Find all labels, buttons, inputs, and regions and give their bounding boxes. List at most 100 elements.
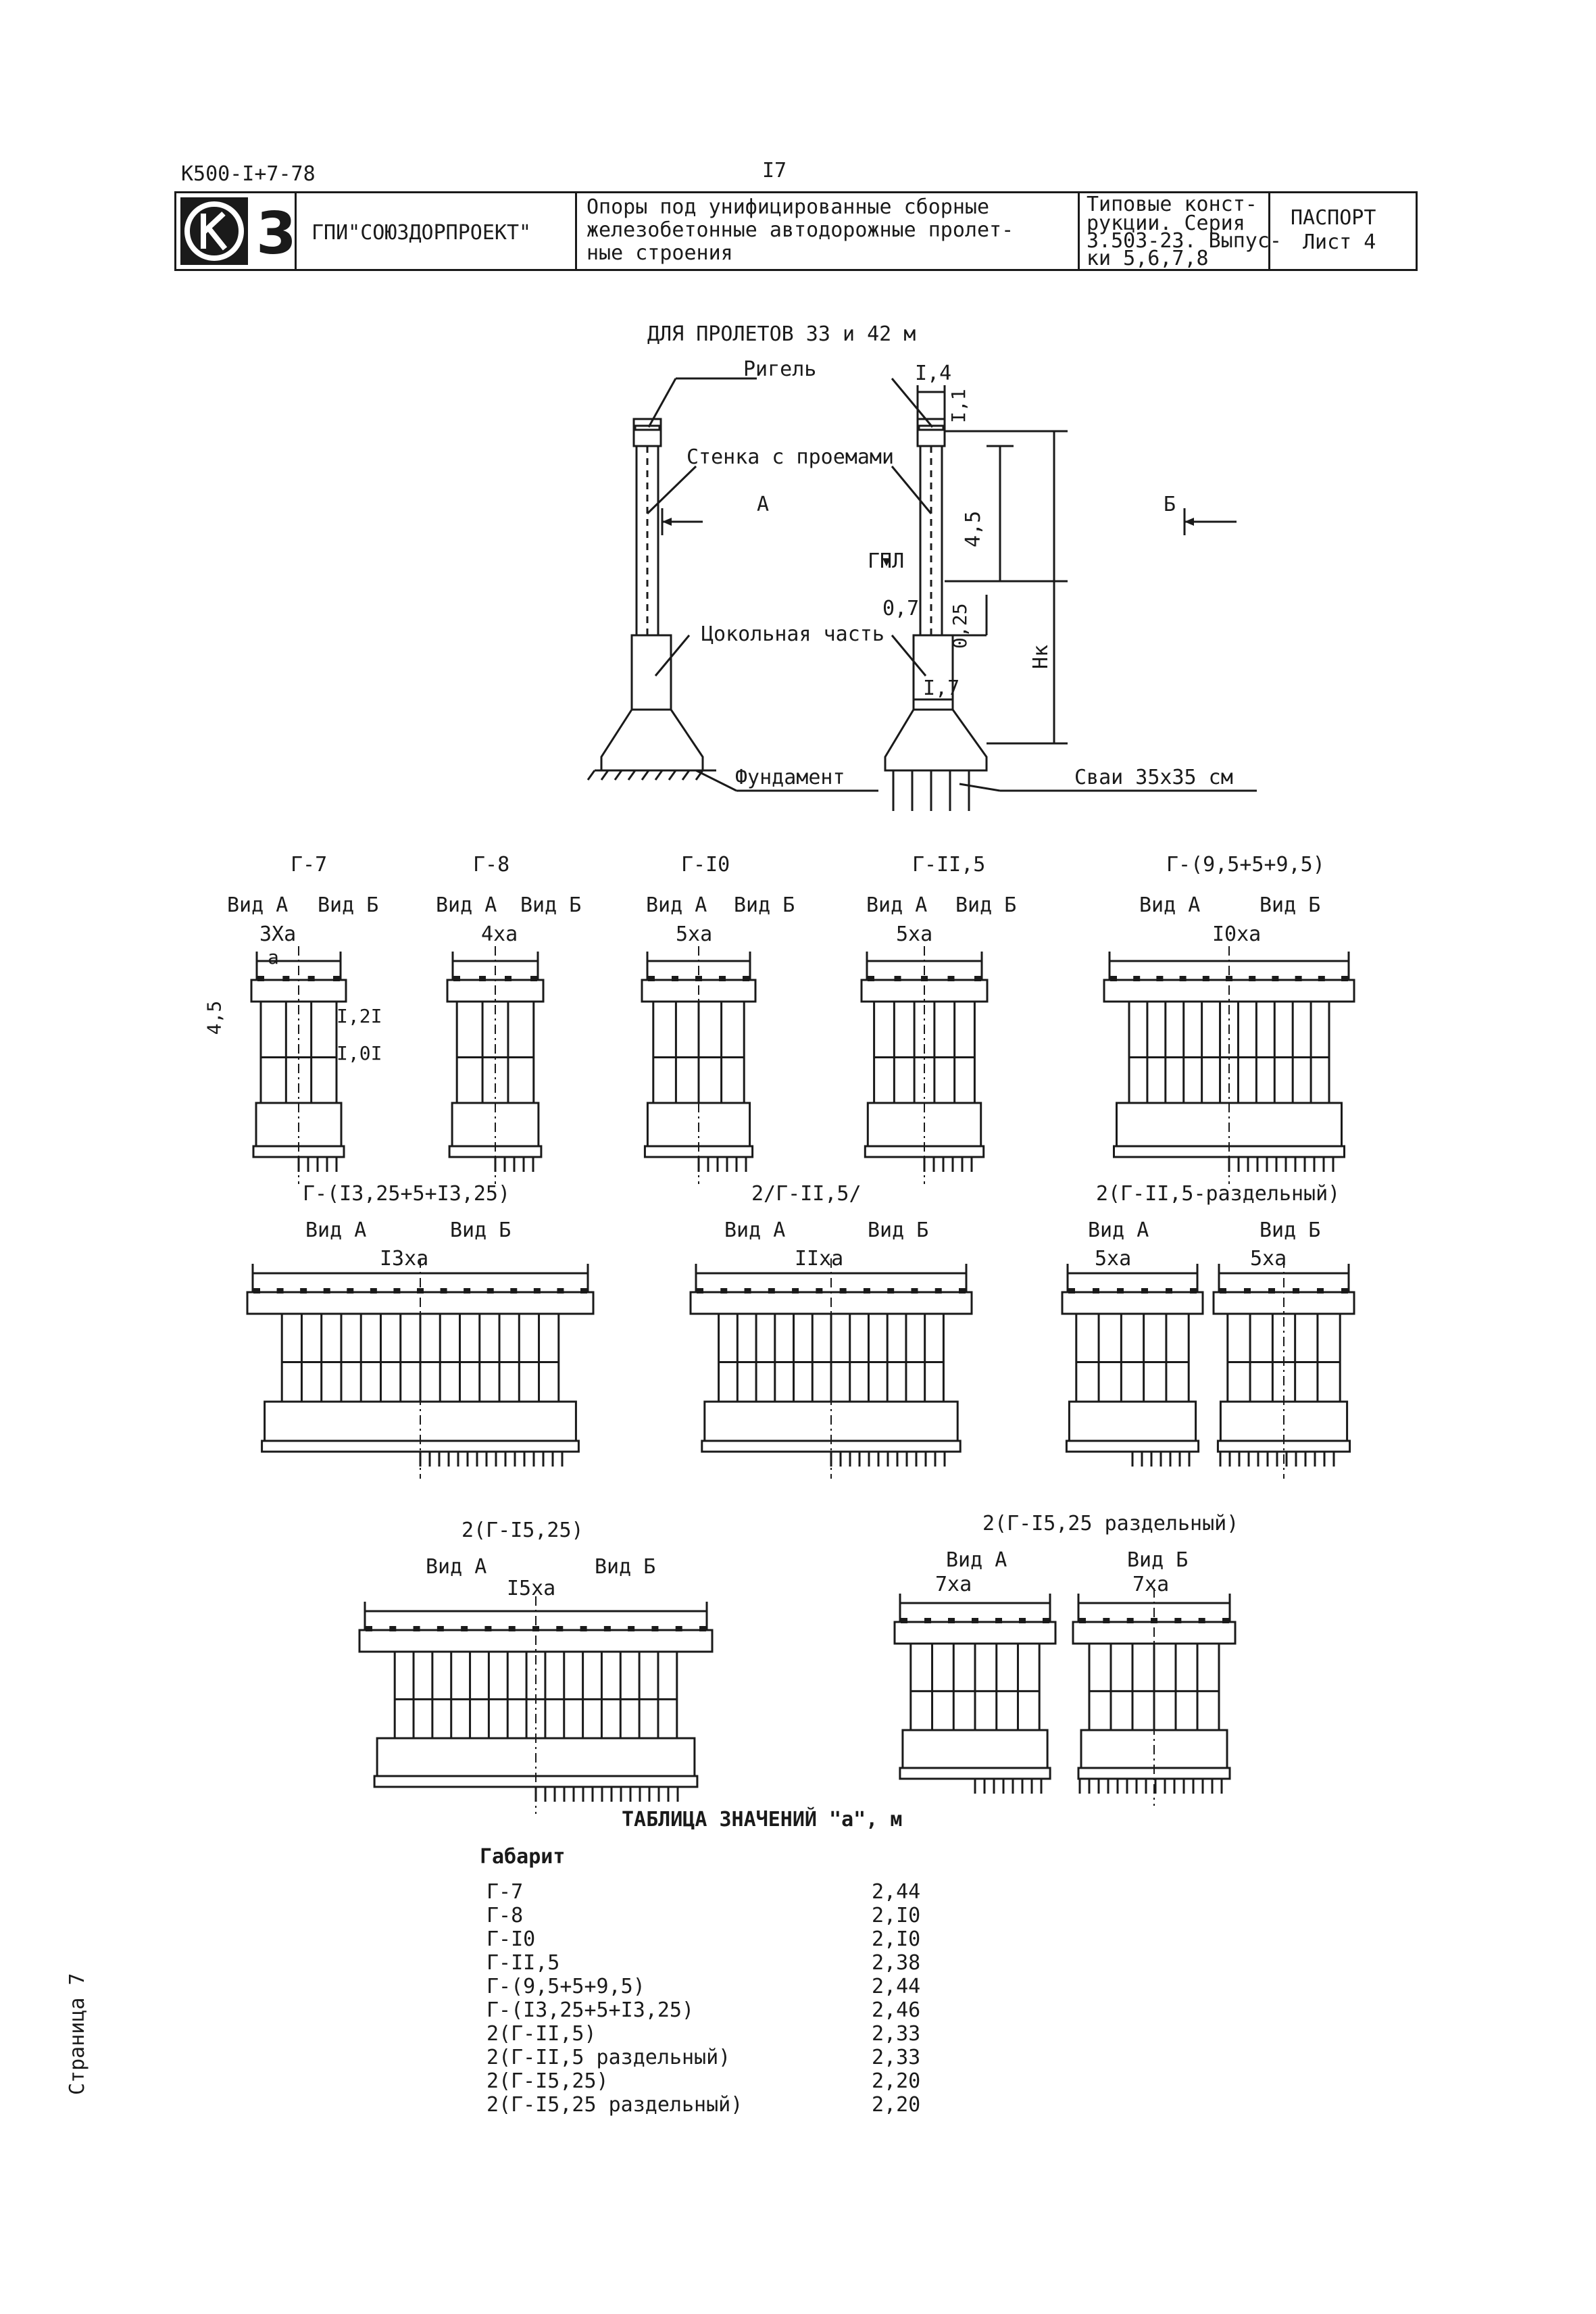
bearing-mark xyxy=(510,1288,518,1294)
bearing-mark xyxy=(720,1288,728,1294)
bearing-mark xyxy=(1174,1618,1182,1623)
bearing-mark xyxy=(1249,976,1256,981)
bearing-mark xyxy=(695,976,702,981)
dim-0-25: 0,25 xyxy=(949,604,971,649)
series-line-4: ки 5,6,7,8 xyxy=(1087,247,1209,270)
bearing-mark xyxy=(1019,1618,1026,1623)
bearing-mark xyxy=(253,1288,260,1294)
table-cell-value: 2,38 xyxy=(872,1951,921,1975)
bearing-mark xyxy=(464,1288,471,1294)
span-label-2g15-25-sep-1: 7xa xyxy=(935,1573,972,1596)
dim-1-7: I,7 xyxy=(923,676,959,700)
gabarit-title-g11-5: Г-II,5 xyxy=(912,853,986,877)
pier-cap xyxy=(893,1621,1057,1645)
table-header-row: Габарит xyxy=(480,1845,959,1880)
label-rigel: Ригель xyxy=(743,358,816,381)
vid-b-label: Вид Б xyxy=(1127,1548,1189,1572)
subject-line-1: Опоры под унифицированные сборные xyxy=(587,195,990,219)
bearing-mark xyxy=(1156,976,1164,981)
gabarit-title-2g11-5: 2/Г-II,5/ xyxy=(751,1182,862,1206)
bearing-mark xyxy=(894,976,901,981)
pier-footing xyxy=(899,1767,1051,1780)
bearing-mark xyxy=(580,1626,587,1631)
table-row: 2(Г-I5,25 раздельный)2,20 xyxy=(487,2093,959,2117)
bearing-mark xyxy=(530,976,537,981)
dim-1-4: I,4 xyxy=(915,362,951,385)
bearing-mark xyxy=(648,976,655,981)
table-cell-value: 2,I0 xyxy=(872,1927,921,1951)
bearing-mark xyxy=(1341,976,1348,981)
table-cell-gabarit: 2(Г-II,5) xyxy=(487,2022,597,2046)
page-number: I7 xyxy=(762,159,787,182)
subject-cell: Опоры под унифицированные сборные железо… xyxy=(577,193,1080,269)
bearing-mark xyxy=(628,1626,635,1631)
subject-line-2: железобетонные автодорожные пролет- xyxy=(587,218,1014,242)
bearing-mark xyxy=(1166,1288,1172,1294)
table-cell-gabarit: Г-8 xyxy=(487,1904,524,1927)
bearing-mark xyxy=(1103,1618,1110,1623)
vid-a-label: Вид А xyxy=(1139,893,1201,917)
organization-name: ГПИ"СОЮЗДОРПРОЕКТ" xyxy=(311,221,532,245)
logo-letter: 3 xyxy=(256,200,297,268)
bearing-mark xyxy=(1220,1288,1226,1294)
series-cell: Типовые конст- рукции. Серия 3.503-23. В… xyxy=(1080,193,1282,270)
bearing-mark xyxy=(1141,1288,1148,1294)
sheet-label: Лист 4 xyxy=(1303,230,1376,254)
bearing-mark xyxy=(1117,1288,1124,1294)
bearing-mark xyxy=(911,1288,918,1294)
bearing-mark xyxy=(1272,976,1279,981)
bearing-mark xyxy=(744,1288,751,1294)
bearing-mark xyxy=(1110,976,1117,981)
bearing-mark xyxy=(972,1618,978,1623)
bearing-mark xyxy=(1198,1618,1205,1623)
bearing-mark xyxy=(1293,1288,1299,1294)
series-line-3: 3.503-23. Выпус- xyxy=(1087,229,1282,253)
bearing-mark xyxy=(1318,976,1325,981)
organization-cell: ГПИ"СОЮЗДОРПРОЕКТ" xyxy=(297,193,577,269)
bearing-mark xyxy=(1202,976,1210,981)
bearing-mark xyxy=(934,1288,942,1294)
bearing-mark xyxy=(768,1288,775,1294)
bearing-mark xyxy=(347,1288,354,1294)
side-page-note: Страница 7 xyxy=(66,1973,89,2095)
bearing-mark xyxy=(276,1288,284,1294)
bearing-mark xyxy=(1317,1288,1324,1294)
table-title: ТАБЛИЦА ЗНАЧЕНИЙ "а", м xyxy=(622,1808,903,1831)
bearing-mark xyxy=(532,1626,539,1631)
bearing-mark xyxy=(300,1288,307,1294)
table-cell-value: 2,33 xyxy=(872,2046,921,2069)
table-cell-gabarit: 2(Г-I5,25 раздельный) xyxy=(487,2093,743,2117)
vid-b-label: Вид Б xyxy=(450,1218,512,1242)
bearing-mark xyxy=(366,1626,372,1631)
vid-a-label: Вид А xyxy=(946,1548,1007,1572)
bearing-mark xyxy=(672,976,678,981)
dim-0-7: 0,7 xyxy=(882,597,919,620)
bearing-mark xyxy=(505,976,512,981)
bearing-mark xyxy=(333,976,340,981)
table-row: 2(Г-II,5 раздельный)2,33 xyxy=(487,2046,959,2069)
bearing-mark xyxy=(484,1626,492,1631)
span-label-2g15-25-sep-2: 7xa xyxy=(1132,1573,1170,1596)
table-row: Г-(I3,25+5+I3,25)2,46 xyxy=(487,1998,959,2022)
vid-b-label: Вид Б xyxy=(1260,893,1321,917)
span-label-g11-5: 5xa xyxy=(896,922,933,946)
bearing-mark xyxy=(948,1618,955,1623)
bearing-mark xyxy=(413,1626,420,1631)
span-label-g9-5: I0xa xyxy=(1212,922,1262,946)
span-label-g8: 4xa xyxy=(481,922,518,946)
label-plinth: Цокольная часть xyxy=(701,622,884,646)
bearing-mark xyxy=(437,1626,444,1631)
pier-cap xyxy=(1061,1291,1204,1315)
pier-footing xyxy=(1065,1439,1200,1453)
bearing-mark xyxy=(370,1288,377,1294)
bearing-mark xyxy=(792,1288,799,1294)
bearing-mark xyxy=(417,1288,424,1294)
subject-line-3: ные строения xyxy=(587,241,733,265)
vid-b-label: Вид Б xyxy=(595,1555,656,1579)
column-header-gabarit: Габарит xyxy=(480,1845,566,1869)
bearing-mark xyxy=(651,1626,659,1631)
